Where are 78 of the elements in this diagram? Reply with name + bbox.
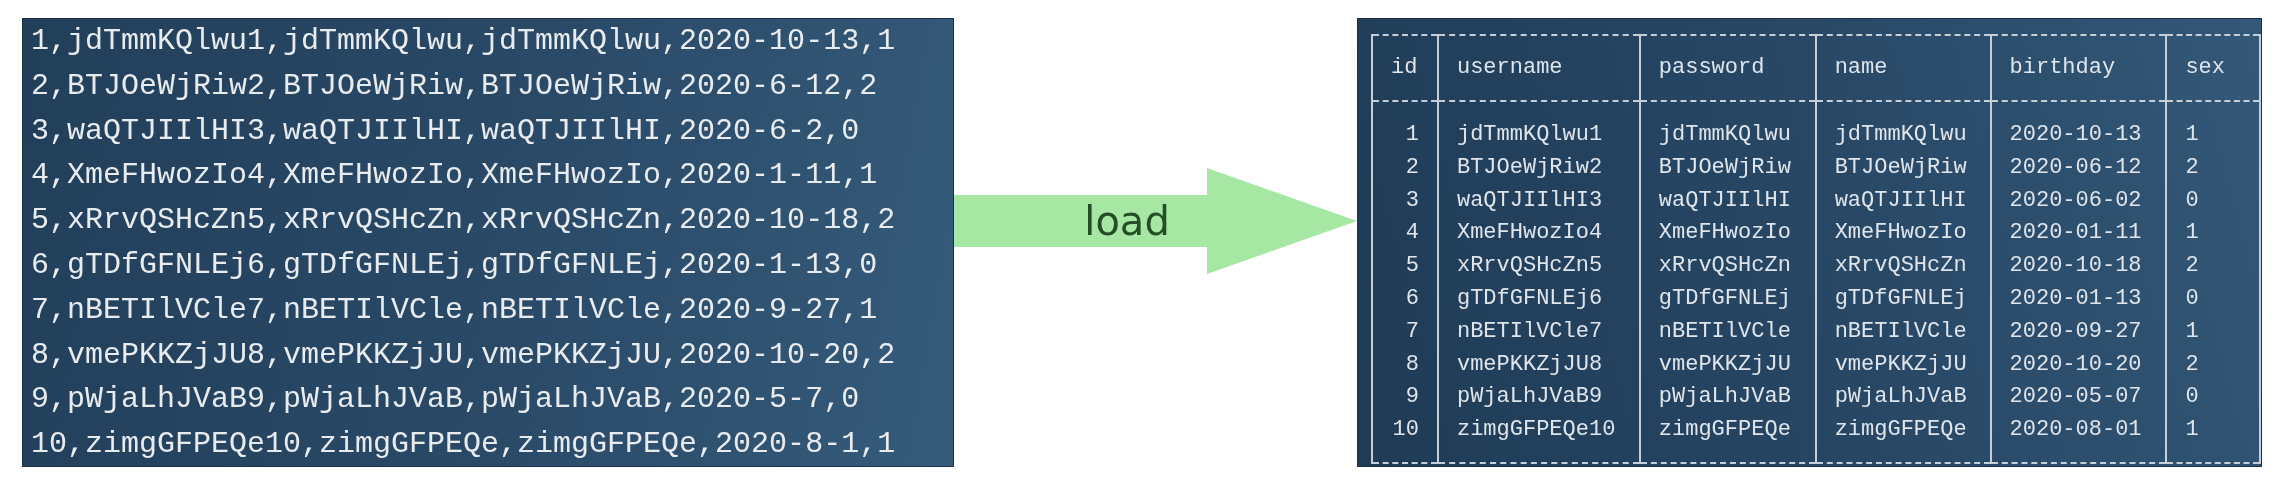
table-cell: zimgGFPEQe10 — [1437, 414, 1640, 463]
table-cell: pWjaLhJVaB9 — [1437, 381, 1640, 415]
column-header: username — [1437, 35, 1640, 101]
column-header: sex — [2166, 35, 2260, 101]
table-cell: 1 — [2166, 217, 2260, 251]
table-cell: jdTmmKQlwu1 — [1437, 101, 1640, 152]
table-cell: jdTmmKQlwu — [1639, 101, 1816, 152]
table-cell: gTDfGFNLEj6 — [1437, 283, 1640, 316]
table-cell: BTJOeWjRiw2 — [1437, 151, 1640, 185]
table-cell: xRrvQSHcZn — [1815, 250, 1991, 283]
table-cell: xRrvQSHcZn — [1639, 250, 1816, 283]
table-cell: 2020-06-12 — [1990, 151, 2167, 185]
text-line: 10,zimgGFPEQe10,zimgGFPEQe,zimgGFPEQe,2020-8-1,1 — [30, 426, 897, 464]
table-cell: 2 — [1372, 151, 1438, 185]
table-cell: vmePKKZjJU8 — [1437, 348, 1640, 382]
text-line: 5,xRrvQSHcZn5,xRrvQSHcZn,xRrvQSHcZn,2020-10-18,2 — [30, 202, 897, 240]
table-cell: 1 — [2166, 315, 2260, 349]
table-cell: 4 — [1372, 217, 1438, 251]
table-cell: 6 — [1372, 283, 1438, 316]
table-cell: 10 — [1372, 414, 1438, 463]
table-cell: 0 — [2166, 283, 2260, 316]
table-cell: zimgGFPEQe — [1639, 414, 1816, 463]
table-cell: 1 — [2166, 101, 2260, 152]
table-cell: XmeFHwozIo — [1815, 217, 1991, 251]
text-line: 2,BTJOeWjRiw2,BTJOeWjRiw,BTJOeWjRiw,2020-6-12,2 — [30, 67, 879, 105]
table-cell: 3 — [1372, 184, 1438, 218]
table-cell: vmePKKZjJU — [1815, 348, 1991, 382]
text-line: 9,pWjaLhJVaB9,pWjaLhJVaB,pWjaLhJVaB,2020-5-7,0 — [30, 381, 861, 419]
table-cell: jdTmmKQlwu — [1815, 101, 1991, 152]
table-cell: waQTJIIlHI — [1815, 184, 1991, 218]
table-cell: 2020-09-27 — [1990, 315, 2167, 349]
text-file-panel — [22, 18, 954, 467]
table-cell: XmeFHwozIo4 — [1437, 217, 1640, 251]
table-cell: 2020-10-13 — [1990, 101, 2167, 152]
table-cell: 8 — [1372, 348, 1438, 382]
table-cell: 2020-10-18 — [1990, 250, 2167, 283]
table-cell: 0 — [2166, 381, 2260, 415]
table-cell: 5 — [1372, 250, 1438, 283]
text-line: 4,XmeFHwozIo4,XmeFHwozIo,XmeFHwozIo,2020-1-11,1 — [30, 157, 879, 195]
table-cell: 1 — [2166, 414, 2260, 463]
table-cell: zimgGFPEQe — [1815, 414, 1991, 463]
query-result-panel — [1357, 18, 2262, 467]
table-cell: 2020-10-20 — [1990, 348, 2167, 382]
text-line: 3,waQTJIIlHI3,waQTJIIlHI,waQTJIIlHI,2020-6-2,0 — [30, 112, 861, 150]
table-cell: nBETIlVCle — [1815, 315, 1991, 349]
table-cell: 2020-01-13 — [1990, 283, 2167, 316]
column-header: birthday — [1990, 35, 2167, 101]
column-header: id — [1372, 35, 1438, 101]
table-cell: waQTJIIlHI3 — [1437, 184, 1640, 218]
table-cell: pWjaLhJVaB — [1815, 381, 1991, 415]
table-cell: 7 — [1372, 315, 1438, 349]
table-cell: 1 — [1372, 101, 1438, 152]
table-cell: 9 — [1372, 381, 1438, 415]
table-cell: gTDfGFNLEj — [1639, 283, 1816, 316]
table-cell: waQTJIIlHI — [1639, 184, 1816, 218]
table-cell: 0 — [2166, 184, 2260, 218]
table-cell: 2020-01-11 — [1990, 217, 2167, 251]
text-line: 6,gTDfGFNLEj6,gTDfGFNLEj,gTDfGFNLEj,2020-1-13,0 — [30, 247, 879, 284]
table-cell: BTJOeWjRiw — [1815, 151, 1991, 185]
table-cell: nBETIlVCle7 — [1437, 315, 1640, 349]
text-line: 7,nBETIlVCle7,nBETIlVCle,nBETIlVCle,2020-9-27,1 — [30, 291, 879, 329]
table-cell: BTJOeWjRiw — [1639, 151, 1816, 185]
table-cell: XmeFHwozIo — [1639, 217, 1816, 251]
text-line: 1,jdTmmKQlwu1,jdTmmKQlwu,jdTmmKQlwu,2020-10-13,1 — [30, 23, 897, 60]
table-cell: vmePKKZjJU — [1639, 348, 1816, 382]
table-cell: gTDfGFNLEj — [1815, 283, 1991, 316]
table-cell: xRrvQSHcZn5 — [1437, 250, 1640, 283]
text-line: 8,vmePKKZjJU8,vmePKKZjJU,vmePKKZjJU,2020-10-20,2 — [30, 336, 897, 374]
column-header: name — [1815, 35, 1991, 101]
table-cell: 2 — [2166, 151, 2260, 185]
table-cell: 2 — [2166, 348, 2260, 382]
table-cell: 2020-08-01 — [1990, 414, 2167, 463]
table-cell: 2020-06-02 — [1990, 184, 2167, 218]
table-cell: 2 — [2166, 250, 2260, 283]
table-cell: 2020-05-07 — [1990, 381, 2167, 415]
column-header: password — [1639, 35, 1816, 101]
table-cell: nBETIlVCle — [1639, 315, 1816, 349]
table-cell: pWjaLhJVaB — [1639, 381, 1816, 415]
